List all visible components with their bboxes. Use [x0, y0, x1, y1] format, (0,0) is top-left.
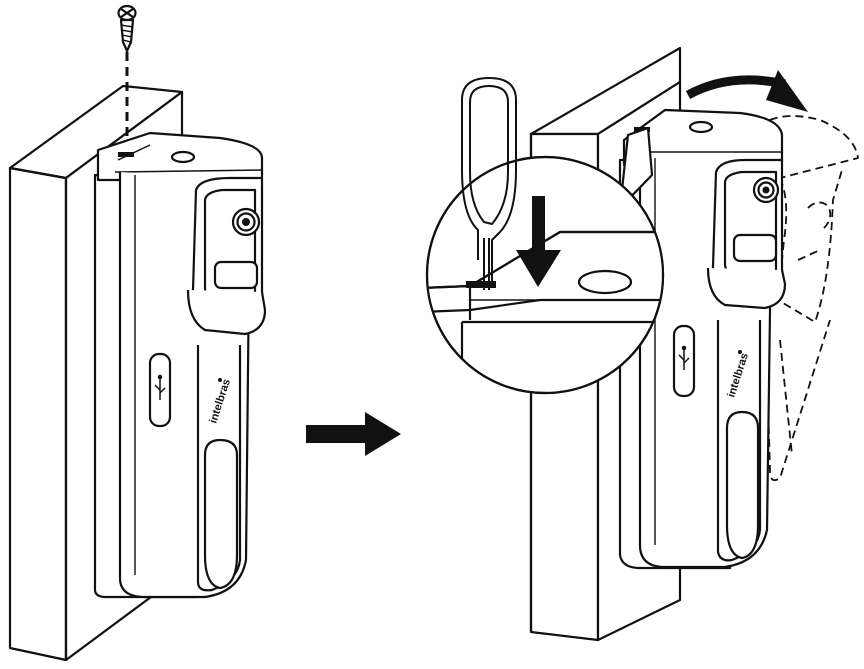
sim-eject-pin-icon — [461, 77, 517, 290]
usb-icon — [154, 374, 166, 400]
right-panel: intelbras — [425, 46, 859, 642]
zoom-callout-pointer — [618, 126, 654, 210]
doorbell-device: intelbras — [93, 131, 267, 599]
left-panel: intelbras — [8, 4, 267, 662]
screw-icon — [117, 4, 137, 53]
detached-device-outline — [765, 115, 859, 482]
right-arrow-icon — [306, 412, 401, 456]
usb-icon — [678, 345, 690, 370]
rotate-arrow-icon — [685, 70, 808, 112]
down-arrow-icon — [516, 196, 561, 287]
